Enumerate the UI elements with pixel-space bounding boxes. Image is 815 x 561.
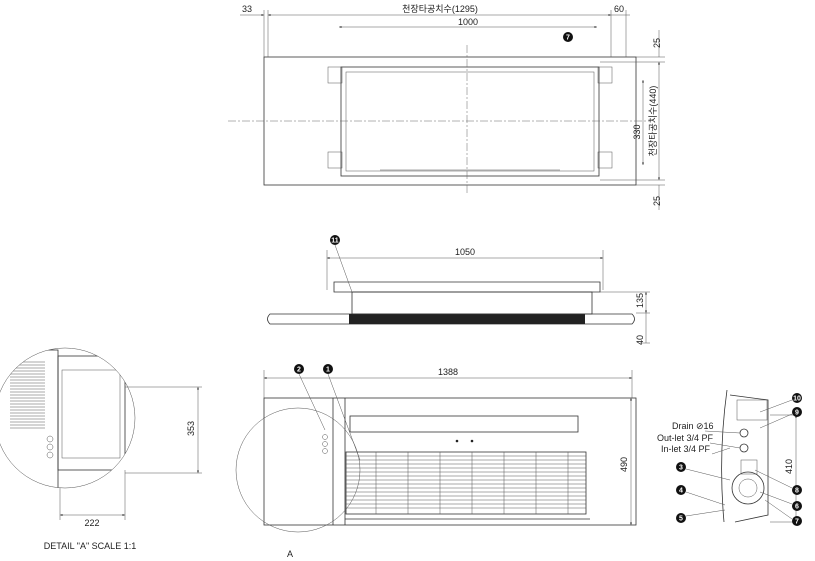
hanger-brackets bbox=[327, 66, 613, 169]
outlet-label: Out-let 3/4 PF bbox=[657, 433, 714, 443]
dim-bottom-margin: 25 bbox=[652, 196, 662, 206]
marker-6: 6 bbox=[792, 501, 802, 511]
marker-3: 3 bbox=[676, 462, 686, 472]
marker-8: 8 bbox=[792, 485, 802, 495]
svg-text:7: 7 bbox=[795, 519, 799, 526]
side-view: 1050 11 135 40 bbox=[267, 235, 650, 345]
svg-text:3: 3 bbox=[679, 465, 683, 472]
svg-text:9: 9 bbox=[795, 410, 799, 417]
marker-10: 10 bbox=[792, 393, 802, 403]
dim-ceiling-width: 천장타공치수(1295) bbox=[402, 3, 478, 14]
panel-curve bbox=[721, 389, 728, 523]
dim-height: 353 bbox=[186, 421, 196, 436]
svg-text:11: 11 bbox=[331, 238, 339, 245]
dim-width: 1050 bbox=[455, 247, 475, 257]
svg-text:6: 6 bbox=[795, 504, 799, 511]
dim-left: 33 bbox=[242, 4, 252, 14]
svg-text:5: 5 bbox=[679, 516, 683, 523]
unit-body bbox=[340, 66, 600, 177]
panel-plate bbox=[267, 313, 635, 325]
top-view: 33 천장타공치수(1295) 60 1000 7 25 330 천장타공치수(… bbox=[228, 3, 665, 210]
dim-panel: 40 bbox=[635, 335, 645, 345]
dim-width: 1388 bbox=[438, 367, 458, 377]
dim-height: 490 bbox=[619, 457, 629, 472]
marker-9: 9 bbox=[792, 407, 802, 417]
detail-a-circle bbox=[235, 407, 361, 533]
dim-height: 410 bbox=[784, 459, 794, 474]
marker-1: 1 bbox=[323, 364, 333, 374]
marker-4: 4 bbox=[676, 485, 686, 495]
dim-330: 330 bbox=[632, 124, 642, 139]
dim-inner: 1000 bbox=[458, 17, 478, 27]
front-view: 1388 490 2 1 A bbox=[235, 364, 637, 559]
inlet-label: In-let 3/4 PF bbox=[661, 444, 711, 454]
grille bbox=[345, 451, 587, 515]
unit-body bbox=[351, 291, 593, 315]
section-view: 410 Drain ⊘16 Out-let 3/4 PF In-let 3/4 … bbox=[657, 389, 802, 526]
detail-caption: DETAIL "A" SCALE 1:1 bbox=[44, 541, 136, 551]
dim-top-margin: 25 bbox=[652, 38, 662, 48]
dim-width: 222 bbox=[84, 518, 99, 528]
svg-text:4: 4 bbox=[679, 488, 683, 495]
svg-text:2: 2 bbox=[297, 367, 301, 374]
marker-5: 5 bbox=[676, 513, 686, 523]
grille-slats bbox=[346, 452, 586, 514]
svg-text:1: 1 bbox=[326, 367, 330, 374]
grille-edge bbox=[349, 314, 585, 324]
dim-right: 60 bbox=[614, 4, 624, 14]
marker-7-section: 7 bbox=[792, 516, 802, 526]
svg-text:7: 7 bbox=[566, 35, 570, 42]
detail-view: 353 222 DETAIL "A" SCALE 1:1 bbox=[0, 347, 202, 551]
dim-ceiling-depth: 천장타공치수(440) bbox=[647, 86, 658, 157]
drain-label: Drain ⊘16 bbox=[672, 421, 714, 431]
marker-11: 11 bbox=[330, 235, 340, 245]
marker-2: 2 bbox=[294, 364, 304, 374]
svg-text:10: 10 bbox=[793, 396, 801, 403]
dim-height: 135 bbox=[635, 293, 645, 308]
air-outlet-slot bbox=[349, 415, 579, 433]
detail-ref: A bbox=[287, 549, 293, 559]
svg-text:8: 8 bbox=[795, 488, 799, 495]
marker-7: 7 bbox=[563, 32, 573, 42]
panel-outline bbox=[263, 397, 637, 526]
